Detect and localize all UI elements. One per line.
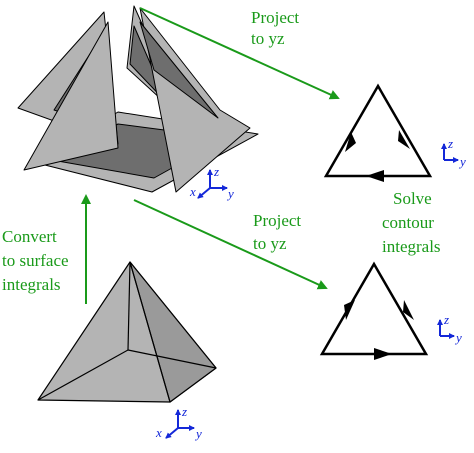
axis-x-label: x (189, 184, 196, 199)
axis-triad-icon: z y x (189, 164, 234, 201)
triangle-contour-bottom-icon (319, 261, 429, 360)
label-solve-line1: Solve (393, 189, 432, 208)
label-project-top-line1: Project (251, 8, 299, 27)
label-convert-line2: to surface (2, 251, 69, 270)
axis-z-label: z (181, 404, 187, 419)
axis-y-label: y (194, 426, 202, 441)
pyramid-right-face-shade (139, 21, 219, 119)
axis-z-label: z (443, 312, 449, 327)
axis-triad-icon: z y (437, 312, 462, 345)
axis-z-label: z (447, 136, 453, 151)
label-project-bottom-line1: Project (253, 211, 301, 230)
label-solve-line3: integrals (382, 237, 441, 256)
axis-x-label: x (155, 425, 162, 440)
label-project-bottom-line2: to yz (253, 234, 287, 253)
axis-z-label: z (213, 164, 219, 179)
label-convert-line1: Convert (2, 227, 57, 246)
arrow-project-top (139, 7, 340, 100)
pyramid-front-face (23, 21, 119, 171)
exploded-pyramid-icon (17, 5, 259, 193)
axis-triad-icon: z y x (155, 404, 202, 441)
label-solve-line2: contour (382, 213, 434, 232)
label-convert-line3: integrals (2, 275, 61, 294)
triangle-contour-top-icon (323, 83, 433, 182)
axis-y-label: y (454, 330, 462, 345)
label-project-top-line2: to yz (251, 29, 285, 48)
axis-triad-icon: z y (441, 136, 466, 169)
pyramid-icon (37, 261, 217, 403)
arrow-project-bottom (133, 199, 328, 290)
axis-y-label: y (226, 186, 234, 201)
axis-y-label: y (458, 154, 466, 169)
